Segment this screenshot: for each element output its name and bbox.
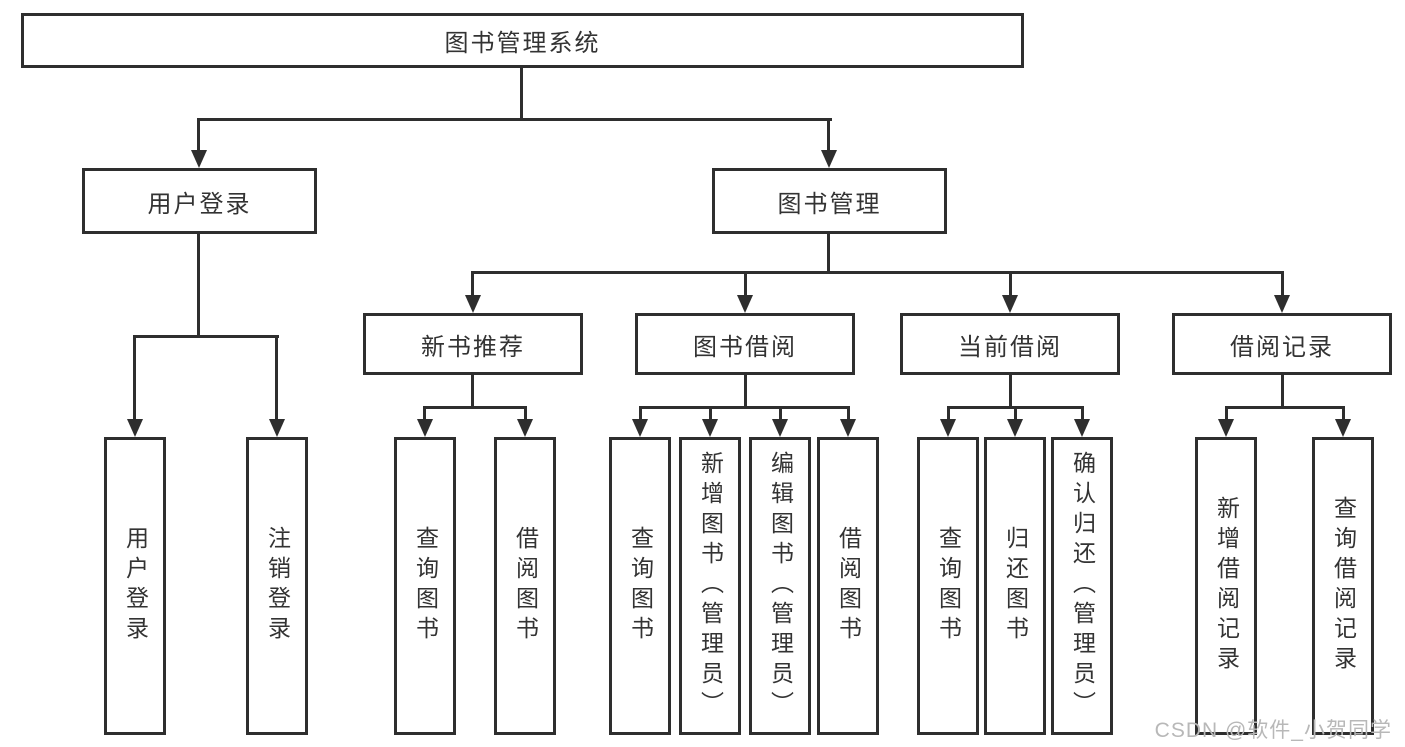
node-user-login: 用户登录 xyxy=(82,168,317,234)
node-borrow-records-label: 借阅记录 xyxy=(1230,333,1334,361)
leaf-add-borrow-record-label: 新增借阅记录 xyxy=(1213,496,1240,676)
leaf-add-book-admin-label: 新增图书（管理员） xyxy=(697,451,724,721)
arrow-down-icon xyxy=(1274,295,1290,313)
connector-leaf-query-book-borrow-stub xyxy=(639,406,642,421)
arrow-down-icon xyxy=(417,419,433,437)
connector-leaf-query-book-current-stub xyxy=(947,406,950,421)
leaf-user-login-label: 用户登录 xyxy=(122,526,149,646)
leaf-edit-book-admin: 编辑图书（管理员） xyxy=(749,437,811,735)
node-new-book-recommend: 新书推荐 xyxy=(363,313,583,375)
arrow-down-icon xyxy=(772,419,788,437)
leaf-edit-book-admin-label: 编辑图书（管理员） xyxy=(767,451,794,721)
connector-borrow-records-down-line xyxy=(1281,373,1284,409)
arrow-down-icon xyxy=(1007,419,1023,437)
connector-user-login-down-line xyxy=(197,232,200,338)
connector-book-borrow-down-line xyxy=(744,373,747,409)
arrow-down-icon xyxy=(1002,295,1018,313)
arrow-down-icon xyxy=(737,295,753,313)
node-new-book-recommend-label: 新书推荐 xyxy=(421,333,525,361)
leaf-logout: 注销登录 xyxy=(246,437,308,735)
connector-current-borrow-down-line xyxy=(1009,373,1012,409)
arrow-down-icon xyxy=(632,419,648,437)
connector-leaf-return-book-stub xyxy=(1014,406,1017,421)
connector-book-management-down-line xyxy=(827,232,830,274)
leaf-query-borrow-record-label: 查询借阅记录 xyxy=(1330,496,1357,676)
connector-book-borrow-stub xyxy=(744,271,747,297)
connector-borrow-records-children-line xyxy=(1225,406,1345,409)
leaf-borrow-book-label: 借阅图书 xyxy=(835,526,862,646)
node-current-borrow-label: 当前借阅 xyxy=(958,333,1062,361)
leaf-query-book-borrow: 查询图书 xyxy=(609,437,671,735)
connector-leaf-add-borrow-record-stub xyxy=(1225,406,1228,421)
leaf-confirm-return-admin-label: 确认归还（管理员） xyxy=(1069,451,1096,721)
node-root-label: 图书管理系统 xyxy=(444,30,601,57)
leaf-confirm-return-admin: 确认归还（管理员） xyxy=(1051,437,1113,735)
arrow-down-icon xyxy=(821,150,837,168)
leaf-return-book-label: 归还图书 xyxy=(1002,526,1029,646)
connector-level3-horizontal-line xyxy=(471,271,1284,274)
leaf-add-borrow-record: 新增借阅记录 xyxy=(1195,437,1257,735)
node-book-borrow: 图书借阅 xyxy=(635,313,855,375)
connector-leaf-query-borrow-record-stub xyxy=(1342,406,1345,421)
arrow-down-icon xyxy=(840,419,856,437)
leaf-query-book-current-label: 查询图书 xyxy=(935,526,962,646)
leaf-return-book: 归还图书 xyxy=(984,437,1046,735)
connector-new-book-recommend-stub xyxy=(471,271,474,297)
connector-book-borrow-children-line xyxy=(639,406,850,409)
connector-new-book-recommend-down-line xyxy=(471,373,474,409)
connector-root-down-line xyxy=(520,66,523,121)
connector-borrow-records-stub xyxy=(1281,271,1284,297)
leaf-borrow-book-recommend-label: 借阅图书 xyxy=(512,526,539,646)
connector-user-login-children-line xyxy=(133,335,279,338)
arrow-down-icon xyxy=(127,419,143,437)
leaf-borrow-book: 借阅图书 xyxy=(817,437,879,735)
connector-leaf-add-book-stub xyxy=(709,406,712,421)
csdn-watermark: CSDN @软件_小贺同学 xyxy=(1154,719,1392,742)
connector-leaf-user-login-stub xyxy=(133,335,136,421)
leaf-user-login: 用户登录 xyxy=(104,437,166,735)
leaf-add-book-admin: 新增图书（管理员） xyxy=(679,437,741,735)
connector-leaf-borrow-book-recommend-stub xyxy=(524,406,527,421)
node-current-borrow: 当前借阅 xyxy=(900,313,1120,375)
connector-leaf-confirm-return-stub xyxy=(1081,406,1084,421)
node-borrow-records: 借阅记录 xyxy=(1172,313,1392,375)
leaf-query-book-recommend: 查询图书 xyxy=(394,437,456,735)
arrow-down-icon xyxy=(702,419,718,437)
node-user-login-label: 用户登录 xyxy=(147,190,252,218)
connector-current-borrow-stub xyxy=(1009,271,1012,297)
leaf-query-book-recommend-label: 查询图书 xyxy=(412,526,439,646)
node-root: 图书管理系统 xyxy=(21,13,1024,68)
connector-leaf-logout-stub xyxy=(275,335,278,421)
connector-level2-horizontal-line xyxy=(197,118,832,121)
arrow-down-icon xyxy=(1074,419,1090,437)
arrow-down-icon xyxy=(269,419,285,437)
arrow-down-icon xyxy=(940,419,956,437)
connector-new-book-recommend-children-line xyxy=(423,406,527,409)
leaf-logout-label: 注销登录 xyxy=(264,526,291,646)
connector-leaf-edit-book-stub xyxy=(779,406,782,421)
node-book-borrow-label: 图书借阅 xyxy=(693,333,797,361)
connector-book-management-stub xyxy=(827,118,830,152)
arrow-down-icon xyxy=(1335,419,1351,437)
leaf-query-borrow-record: 查询借阅记录 xyxy=(1312,437,1374,735)
leaf-query-book-current: 查询图书 xyxy=(917,437,979,735)
arrow-down-icon xyxy=(517,419,533,437)
connector-user-login-stub xyxy=(197,118,200,152)
connector-leaf-borrow-book-stub xyxy=(847,406,850,421)
connector-leaf-query-book-recommend-stub xyxy=(423,406,426,421)
arrow-down-icon xyxy=(191,150,207,168)
arrow-down-icon xyxy=(1218,419,1234,437)
leaf-borrow-book-recommend: 借阅图书 xyxy=(494,437,556,735)
leaf-query-book-borrow-label: 查询图书 xyxy=(627,526,654,646)
node-book-management-label: 图书管理 xyxy=(777,190,882,218)
node-book-management: 图书管理 xyxy=(712,168,947,234)
arrow-down-icon xyxy=(465,295,481,313)
